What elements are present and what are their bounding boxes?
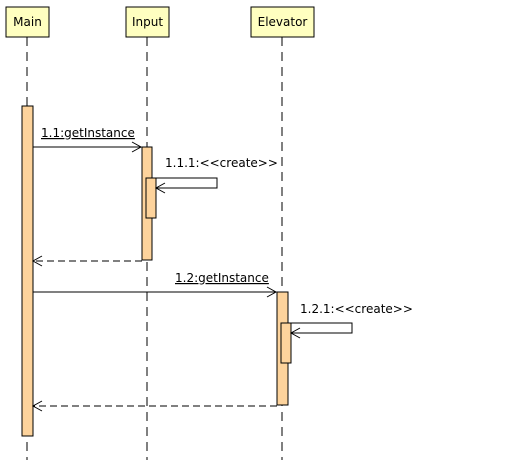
- participant-main[interactable]: Main: [5, 6, 50, 38]
- message-get-instance-elevator[interactable]: 1.2:getInstance: [33, 271, 278, 298]
- message-return-input[interactable]: [31, 255, 142, 267]
- arrowhead-open: [266, 286, 278, 298]
- activation-elevator-nested: [280, 322, 292, 364]
- participant-box-input: [125, 6, 170, 38]
- arrowhead-open: [31, 255, 43, 267]
- arrowhead-open: [154, 182, 166, 194]
- participant-label-main: Main: [13, 15, 42, 29]
- participant-label-elevator: Elevator: [258, 15, 308, 29]
- message-line: [152, 177, 218, 189]
- arrowhead-open: [31, 400, 43, 412]
- participant-elevator[interactable]: Elevator: [250, 6, 315, 38]
- arrowhead-open: [131, 141, 143, 153]
- message-create-input[interactable]: 1.1.1:<<create>>: [152, 156, 278, 194]
- message-create-elevator[interactable]: 1.2.1:<<create>>: [288, 302, 413, 339]
- message-return-elevator[interactable]: [31, 400, 277, 412]
- message-label: 1.2.1:<<create>>: [300, 302, 413, 316]
- participant-box-main: [5, 6, 50, 38]
- message-line: [288, 322, 353, 334]
- participant-box-elevator: [250, 6, 315, 38]
- message-label: 1.2:getInstance: [175, 271, 269, 285]
- participant-input[interactable]: Input: [125, 6, 170, 38]
- arrowhead-open: [289, 327, 301, 339]
- message-label: 1.1:getInstance: [41, 126, 135, 140]
- activation-input-nested: [145, 177, 157, 219]
- participant-label-input: Input: [132, 15, 163, 29]
- message-label: 1.1.1:<<create>>: [165, 156, 278, 170]
- activation-main: [21, 105, 34, 437]
- message-get-instance-input[interactable]: 1.1:getInstance: [33, 126, 143, 153]
